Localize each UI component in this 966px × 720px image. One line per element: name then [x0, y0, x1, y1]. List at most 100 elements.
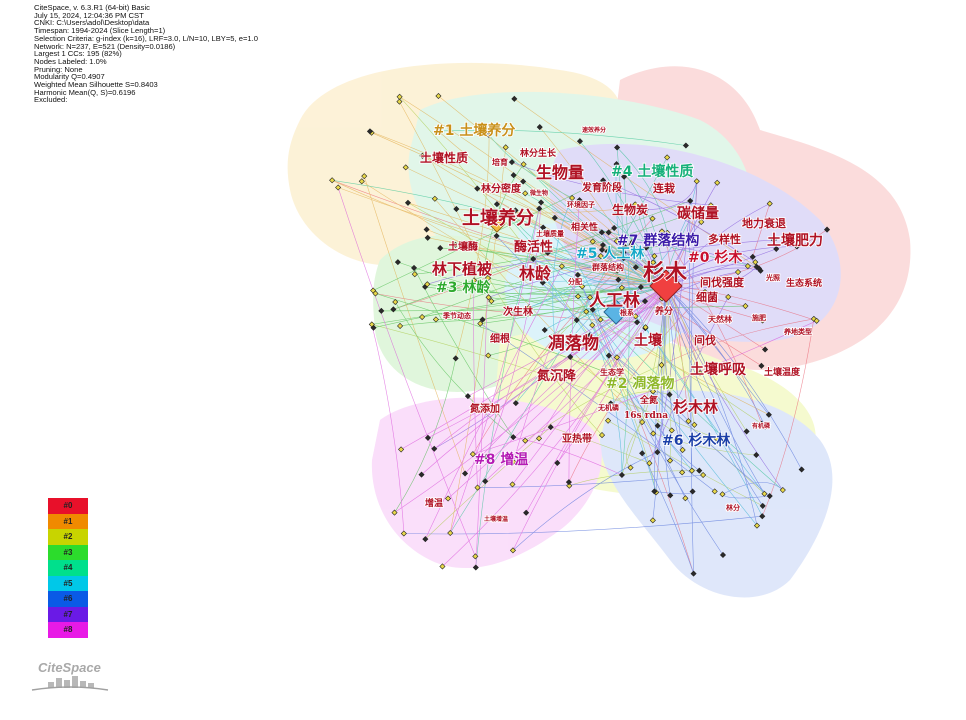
network-node[interactable] — [682, 495, 689, 502]
network-node[interactable] — [614, 267, 621, 274]
network-node[interactable] — [685, 418, 692, 425]
network-node[interactable] — [472, 564, 479, 571]
network-node[interactable] — [569, 194, 576, 201]
network-node[interactable] — [565, 479, 572, 486]
network-node[interactable] — [378, 307, 385, 314]
network-node[interactable] — [485, 352, 492, 359]
network-node[interactable] — [574, 271, 581, 278]
network-node[interactable] — [493, 232, 500, 239]
network-node[interactable] — [432, 316, 439, 323]
network-node[interactable] — [526, 304, 533, 311]
network-node[interactable] — [779, 487, 786, 494]
network-node[interactable] — [551, 214, 558, 221]
network-node[interactable] — [793, 243, 801, 250]
network-node[interactable] — [510, 172, 517, 179]
network-node[interactable] — [744, 263, 751, 270]
network-node[interactable] — [554, 459, 561, 466]
network-node[interactable] — [575, 293, 582, 300]
network-node[interactable] — [753, 522, 761, 529]
network-node[interactable] — [679, 446, 686, 453]
network-node[interactable] — [520, 178, 527, 185]
network-node[interactable] — [637, 284, 644, 291]
network-node[interactable] — [329, 177, 336, 184]
network-node[interactable] — [589, 306, 596, 313]
network-node[interactable] — [687, 197, 694, 204]
network-node[interactable] — [510, 434, 517, 441]
network-node[interactable] — [638, 203, 645, 210]
network-node[interactable] — [462, 470, 469, 477]
network-node[interactable] — [679, 469, 686, 476]
network-node[interactable] — [618, 471, 625, 478]
network-node[interactable] — [566, 482, 573, 489]
network-node[interactable] — [690, 209, 697, 216]
network-node[interactable] — [469, 451, 476, 458]
network-node[interactable] — [725, 293, 732, 300]
network-node[interactable] — [598, 229, 605, 236]
network-node[interactable] — [620, 249, 627, 256]
network-node[interactable] — [701, 288, 709, 296]
network-node[interactable] — [472, 553, 479, 560]
network-node[interactable] — [522, 437, 529, 444]
network-node[interactable] — [688, 467, 695, 474]
network-node[interactable] — [510, 458, 517, 465]
network-node[interactable] — [599, 246, 606, 253]
network-node[interactable] — [423, 226, 430, 233]
network-node[interactable] — [544, 249, 551, 256]
network-node[interactable] — [762, 346, 769, 353]
network-node[interactable] — [759, 513, 766, 520]
network-node[interactable] — [366, 128, 373, 135]
network-node[interactable] — [615, 276, 622, 283]
network-node[interactable] — [445, 495, 452, 502]
network-node[interactable] — [605, 417, 612, 424]
network-node[interactable] — [597, 316, 604, 323]
network-node[interactable] — [394, 259, 401, 266]
network-node[interactable] — [719, 551, 727, 558]
network-node[interactable] — [666, 391, 673, 398]
network-node[interactable] — [668, 427, 675, 434]
network-node[interactable] — [419, 314, 426, 321]
hub-node-rengonglin[interactable] — [603, 299, 629, 325]
network-node[interactable] — [400, 530, 407, 537]
network-node[interactable] — [484, 275, 491, 282]
network-node[interactable] — [511, 215, 518, 222]
network-node[interactable] — [431, 195, 438, 202]
network-node[interactable] — [667, 492, 674, 499]
network-node[interactable] — [586, 332, 593, 339]
network-node[interactable] — [599, 242, 606, 249]
network-node[interactable] — [447, 530, 454, 537]
network-nodes[interactable] — [329, 92, 831, 577]
network-node[interactable] — [477, 320, 484, 327]
network-node[interactable] — [422, 536, 429, 543]
network-node[interactable] — [509, 547, 516, 554]
network-node[interactable] — [766, 200, 773, 207]
network-node[interactable] — [361, 173, 368, 180]
network-node[interactable] — [650, 388, 657, 395]
network-node[interactable] — [700, 471, 707, 479]
network-node[interactable] — [798, 466, 805, 473]
network-node[interactable] — [523, 509, 530, 516]
network-node[interactable] — [512, 207, 519, 214]
network-node[interactable] — [765, 411, 772, 418]
hub-nodes[interactable] — [488, 215, 683, 325]
network-node[interactable] — [502, 144, 509, 151]
network-node[interactable] — [762, 423, 769, 430]
network-node[interactable] — [658, 228, 665, 235]
network-node[interactable] — [452, 355, 459, 362]
network-node[interactable] — [743, 428, 750, 435]
network-node[interactable] — [646, 460, 653, 467]
network-node[interactable] — [586, 294, 594, 301]
network-node[interactable] — [480, 266, 487, 273]
network-node[interactable] — [358, 178, 365, 185]
network-node[interactable] — [520, 161, 527, 168]
network-node[interactable] — [613, 354, 620, 361]
network-node[interactable] — [540, 271, 547, 278]
network-node[interactable] — [392, 298, 399, 306]
network-node[interactable] — [439, 563, 446, 570]
network-node[interactable] — [696, 467, 703, 474]
network-node[interactable] — [652, 264, 659, 271]
network-node[interactable] — [464, 393, 471, 400]
network-node[interactable] — [411, 271, 418, 278]
network-node[interactable] — [697, 370, 704, 377]
network-node[interactable] — [493, 201, 500, 208]
